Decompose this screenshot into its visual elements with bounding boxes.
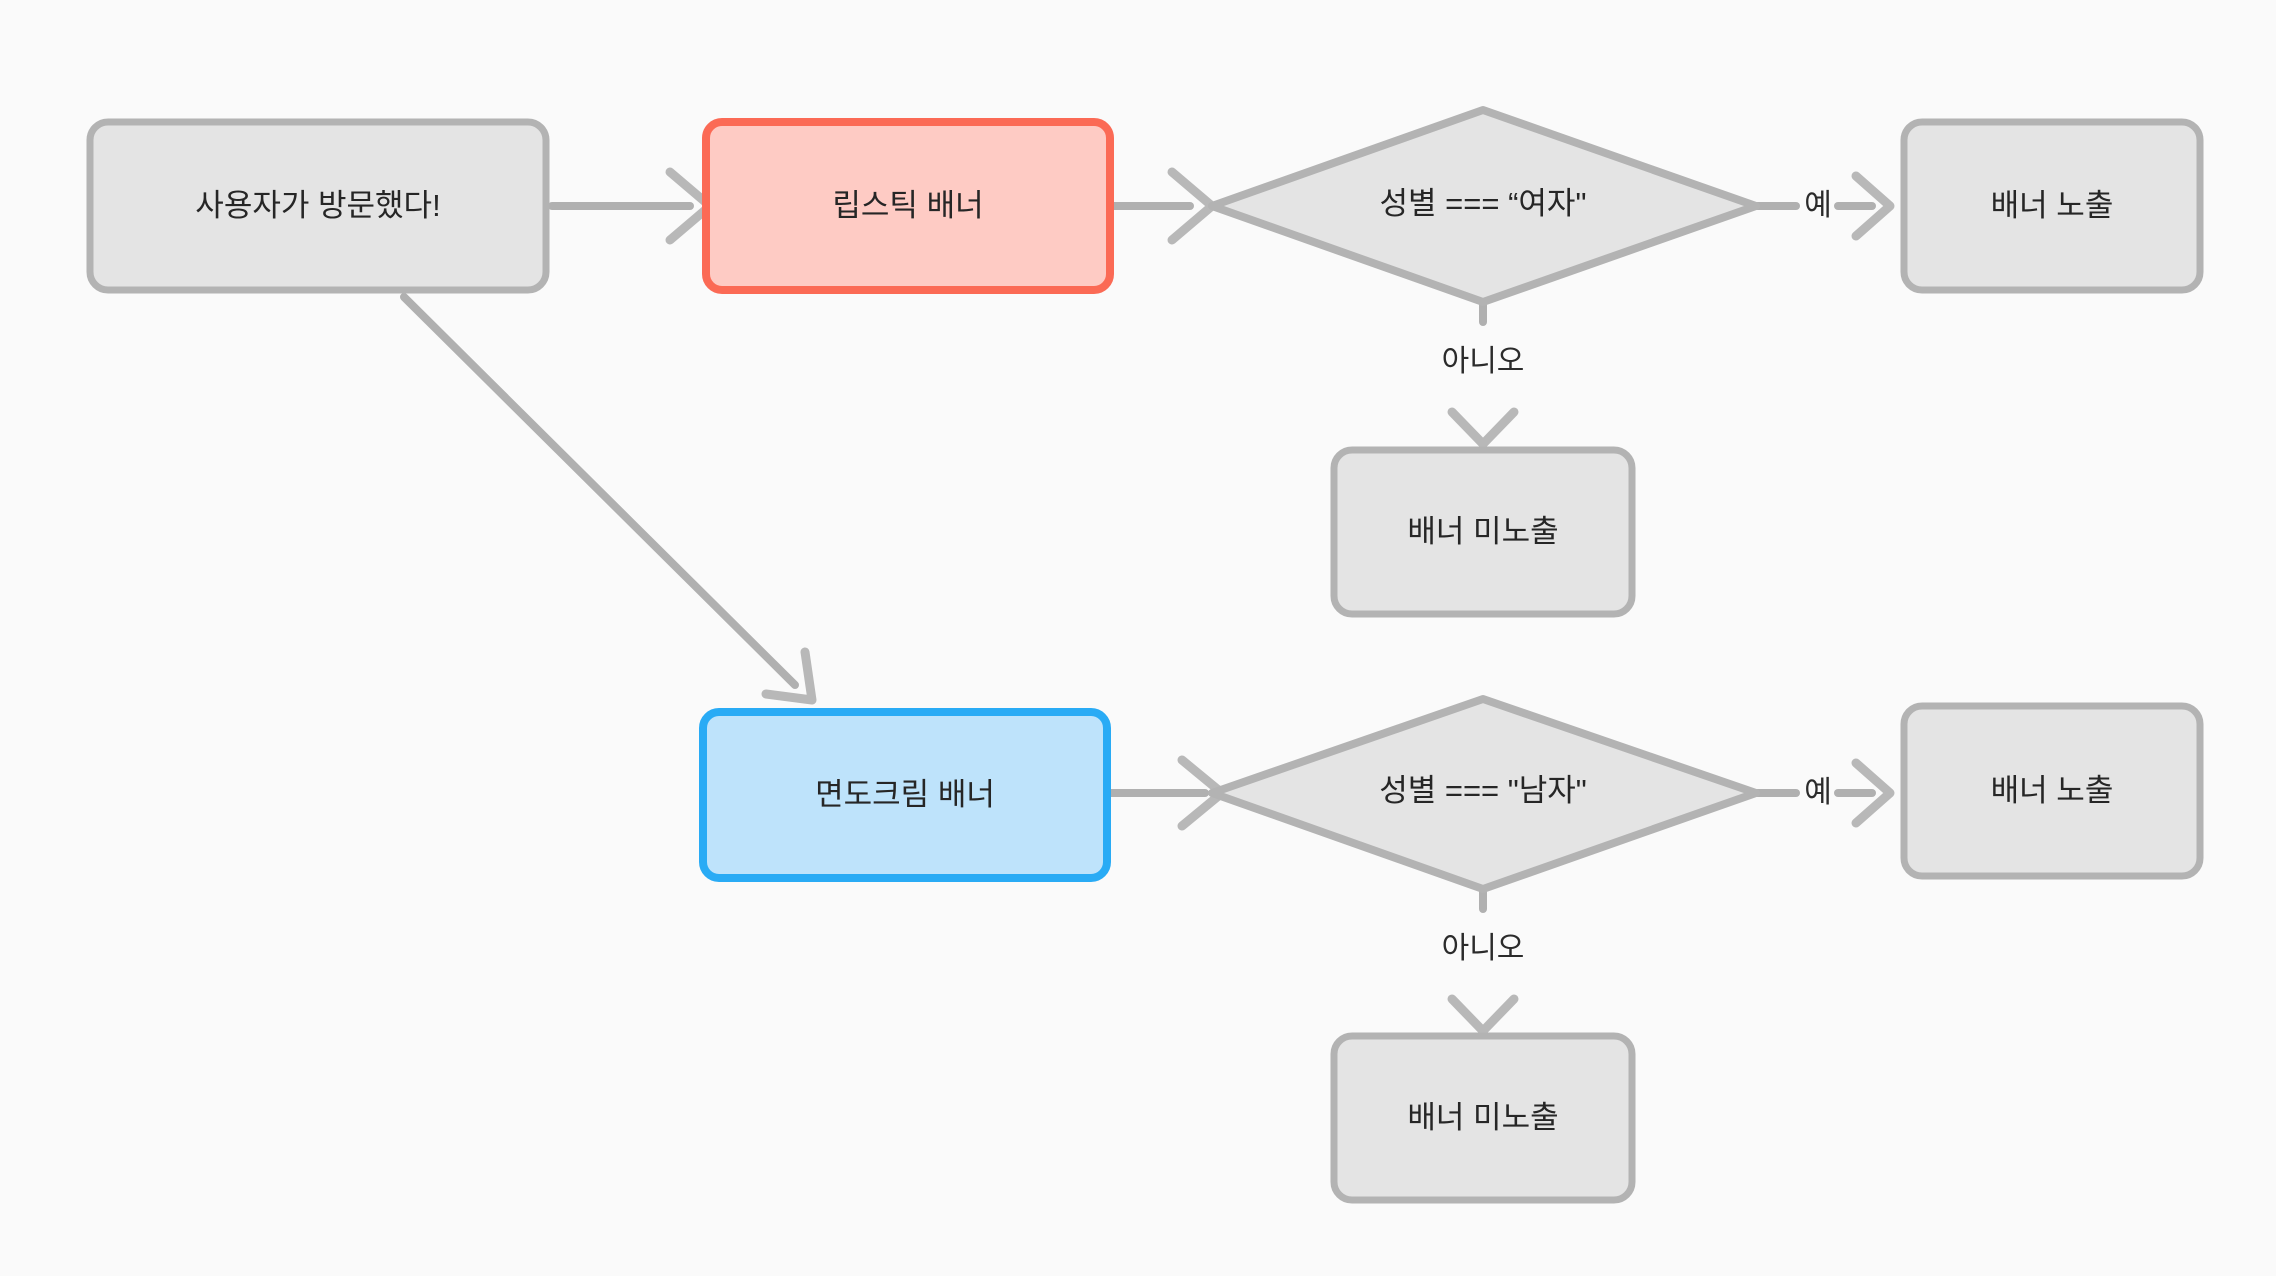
edge-start-to-shaving — [400, 293, 817, 705]
node-hide-banner-bottom[interactable]: 배너 미노출 — [1330, 1032, 1636, 1204]
edge-female-yes — [1752, 171, 1895, 241]
node-start[interactable]: 사용자가 방문했다! — [86, 118, 550, 294]
node-show-banner-top[interactable]: 배너 노출 — [1900, 118, 2204, 294]
node-hide-banner-top[interactable]: 배너 미노출 — [1330, 446, 1636, 618]
node-lipstick-banner-label: 립스틱 배너 — [832, 188, 983, 223]
node-decision-female-label: 성별 === “여자" — [1380, 186, 1587, 221]
node-hide-banner-top-label: 배너 미노출 — [1407, 514, 1558, 549]
node-decision-male[interactable]: 성별 === "남자" — [1208, 695, 1760, 893]
edge-start-to-lipstick — [548, 167, 715, 245]
edge-male-yes — [1752, 758, 1895, 828]
node-shaving-banner-label: 면도크림 배너 — [815, 777, 995, 812]
edge-label-female-yes: 예 — [1804, 189, 1832, 222]
node-show-banner-bottom-label: 배너 노출 — [1991, 773, 2114, 808]
node-shaving-banner[interactable]: 면도크림 배너 — [699, 708, 1111, 882]
edge-label-male-no: 아니오 — [1442, 932, 1525, 965]
node-lipstick-banner[interactable]: 립스틱 배너 — [702, 118, 1114, 294]
edge-label-female-no: 아니오 — [1442, 345, 1525, 378]
node-decision-female[interactable]: 성별 === “여자" — [1208, 106, 1760, 306]
node-show-banner-top-label: 배너 노출 — [1991, 188, 2114, 223]
edge-shaving-to-decision — [1101, 755, 1227, 831]
node-start-label: 사용자가 방문했다! — [195, 188, 440, 223]
edge-lipstick-to-decision — [1110, 167, 1217, 245]
node-show-banner-bottom[interactable]: 배너 노출 — [1900, 702, 2204, 880]
node-decision-male-label: 성별 === "남자" — [1379, 773, 1587, 808]
edge-label-male-yes: 예 — [1804, 776, 1832, 809]
node-hide-banner-bottom-label: 배너 미노출 — [1407, 1100, 1558, 1135]
